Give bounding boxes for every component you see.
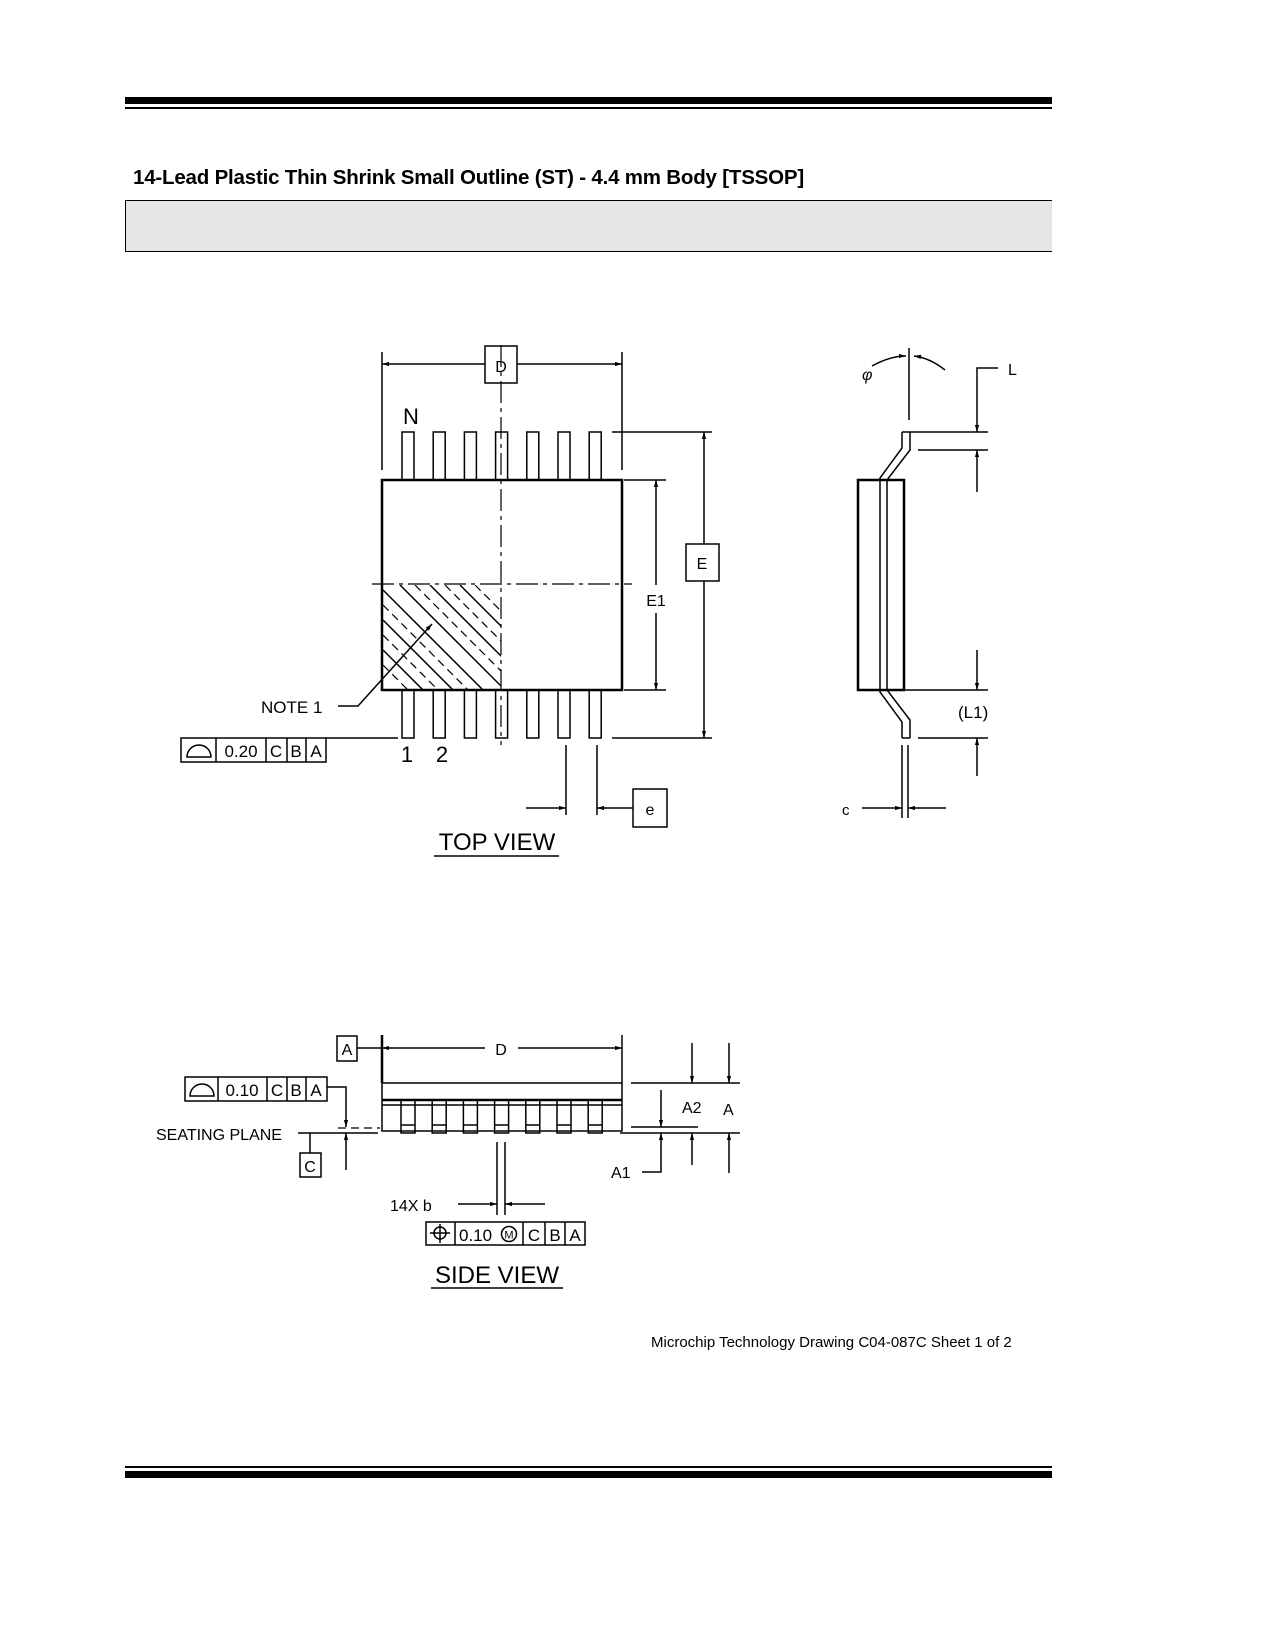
lead — [401, 431, 415, 481]
flatness-tolerance-frame: 0.10 C B A — [184, 1076, 349, 1127]
lead — [526, 689, 540, 739]
svg-text:A: A — [310, 742, 322, 761]
side-leads — [400, 1099, 603, 1134]
note-1-label: NOTE 1 — [261, 698, 322, 717]
top-rule-thin — [125, 107, 1052, 109]
lead — [588, 689, 602, 739]
lead — [462, 1099, 479, 1134]
package-body — [380, 478, 624, 692]
mmc-modifier-icon — [500, 1225, 518, 1243]
lead — [556, 1099, 572, 1134]
lead — [432, 689, 446, 739]
lead — [431, 1099, 447, 1134]
side-body — [381, 1082, 623, 1132]
side-view-label: SIDE VIEW — [435, 1262, 559, 1289]
pin-N-label: N — [403, 404, 419, 429]
lead — [587, 1099, 603, 1134]
pin-2-label: 2 — [436, 742, 448, 767]
svg-text:0.10: 0.10 — [459, 1226, 492, 1245]
svg-text:0.10: 0.10 — [225, 1081, 258, 1100]
lead — [557, 689, 571, 739]
svg-text:C: C — [528, 1226, 540, 1245]
dim-L-label: L — [1008, 362, 1017, 379]
phi-label: φ — [862, 367, 872, 384]
dim-L1-label: (L1) — [958, 703, 988, 722]
datum-C-label: C — [304, 1159, 316, 1176]
dim-A2-label: A2 — [682, 1100, 702, 1117]
lead — [400, 1099, 416, 1134]
top-view: D N E E1 NOTE 1 0.20 C B A 1 2 e TOP VIE… — [180, 345, 720, 857]
profile-tolerance-frame: 0.20 C B A — [180, 737, 398, 763]
lead — [401, 689, 415, 739]
datum-A-label: A — [342, 1042, 353, 1059]
top-view-label: TOP VIEW — [439, 829, 556, 856]
lead — [432, 431, 446, 481]
seating-plane-label: SEATING PLANE — [156, 1127, 282, 1144]
end-body — [856, 478, 906, 692]
drawing-reference: Microchip Technology Drawing C04-087C Sh… — [651, 1334, 1012, 1351]
side-view: A D 0.10 C B A SEATING PLANE C A2 A A1 1… — [156, 1035, 740, 1289]
svg-text:M: M — [504, 1230, 513, 1242]
svg-text:0.20: 0.20 — [224, 742, 257, 761]
svg-text:C: C — [271, 1081, 283, 1100]
note-box — [125, 200, 1052, 252]
position-tolerance-frame: 0.10 M C B A — [425, 1221, 586, 1246]
profile-surface-icon — [186, 744, 212, 758]
dim-E1-label: E1 — [646, 593, 666, 610]
lead — [526, 431, 540, 481]
dim-c-label: c — [842, 802, 850, 819]
dim-b-label: 14X b — [390, 1198, 432, 1215]
dim-A-label: A — [723, 1102, 734, 1119]
dim-E-label: E — [697, 556, 708, 573]
svg-text:C: C — [270, 742, 282, 761]
lead — [493, 1099, 510, 1134]
dim-A1-label: A1 — [611, 1165, 631, 1182]
svg-text:A: A — [569, 1226, 581, 1245]
lead — [463, 689, 478, 739]
svg-text:B: B — [290, 742, 301, 761]
profile-surface-icon — [189, 1083, 215, 1097]
bottom-rule-thick — [125, 1471, 1052, 1478]
pin-1-label: 1 — [401, 742, 413, 767]
page-title: 14-Lead Plastic Thin Shrink Small Outlin… — [133, 166, 804, 189]
svg-text:A: A — [310, 1081, 322, 1100]
hatched-pin1-area — [383, 585, 501, 689]
end-view: φ L (L1) c — [842, 348, 1017, 819]
dim-D-label: D — [495, 359, 507, 376]
bottom-rule-thin — [125, 1466, 1052, 1468]
svg-text:B: B — [549, 1226, 560, 1245]
dim-e-label: e — [646, 802, 655, 819]
lead — [557, 431, 571, 481]
svg-text:B: B — [290, 1081, 301, 1100]
side-dim-D-label: D — [495, 1042, 507, 1059]
top-rule-thick — [125, 97, 1052, 104]
lead — [588, 431, 602, 481]
lead — [525, 1099, 541, 1134]
lead — [463, 431, 478, 481]
